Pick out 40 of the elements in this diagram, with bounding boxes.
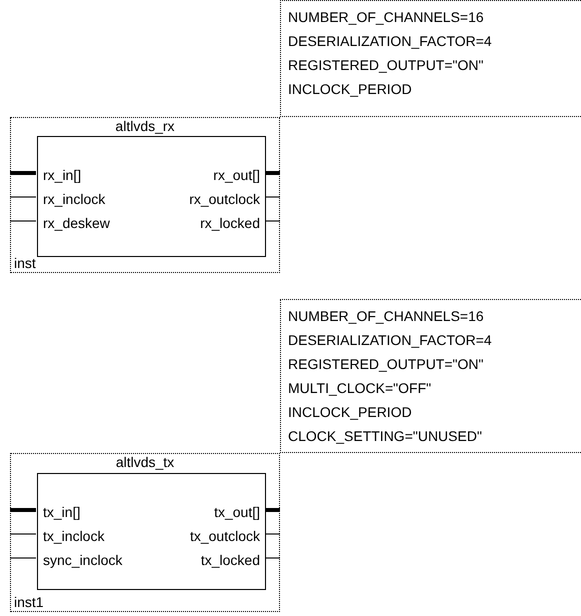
parameter-text: CLOCK_SETTING="UNUSED": [288, 428, 482, 444]
parameter-text: INCLOCK_PERIOD: [288, 404, 412, 420]
instance-frame: [10, 117, 280, 273]
pin-name: tx_out[]: [214, 504, 260, 520]
pin-line: [10, 196, 36, 198]
parameter-text: DESERIALIZATION_FACTOR=4: [288, 332, 492, 348]
pin-name: rx_out[]: [213, 167, 260, 183]
symbol-box: [37, 136, 266, 257]
pin-name: rx_inclock: [43, 191, 106, 207]
instance-title: altlvds_rx: [114, 118, 176, 134]
pin-name: tx_locked: [200, 552, 260, 568]
parameter-text: INCLOCK_PERIOD: [288, 81, 412, 97]
pin-name: tx_in[]: [43, 504, 80, 520]
pin-name: tx_outclock: [190, 528, 260, 544]
instance-name: inst: [14, 255, 36, 271]
bus-line: [10, 171, 36, 175]
parameter-text: REGISTERED_OUTPUT="ON": [288, 57, 484, 73]
parameter-text: NUMBER_OF_CHANNELS=16: [288, 9, 484, 25]
pin-line: [264, 220, 280, 222]
parameter-text: DESERIALIZATION_FACTOR=4: [288, 33, 492, 49]
symbol-box: [37, 473, 266, 590]
pin-name: sync_inclock: [43, 552, 122, 568]
instance-frame: [10, 453, 280, 612]
pin-name: rx_deskew: [43, 215, 110, 231]
instance-title: altlvds_tx: [114, 454, 176, 470]
pin-name: rx_outclock: [189, 191, 260, 207]
bus-line: [10, 508, 36, 512]
instance-name: inst1: [14, 594, 44, 610]
pin-line: [264, 196, 280, 198]
pin-name: tx_inclock: [43, 528, 104, 544]
parameter-text: NUMBER_OF_CHANNELS=16: [288, 308, 484, 324]
pin-name: rx_locked: [200, 215, 260, 231]
pin-line: [10, 220, 36, 222]
parameter-text: MULTI_CLOCK="OFF": [288, 380, 432, 396]
parameter-text: REGISTERED_OUTPUT="ON": [288, 356, 484, 372]
pin-name: rx_in[]: [43, 167, 82, 183]
bus-line: [265, 171, 280, 175]
bus-line: [265, 508, 280, 512]
parameter-box: [280, 299, 581, 453]
parameter-box: [280, 0, 581, 117]
